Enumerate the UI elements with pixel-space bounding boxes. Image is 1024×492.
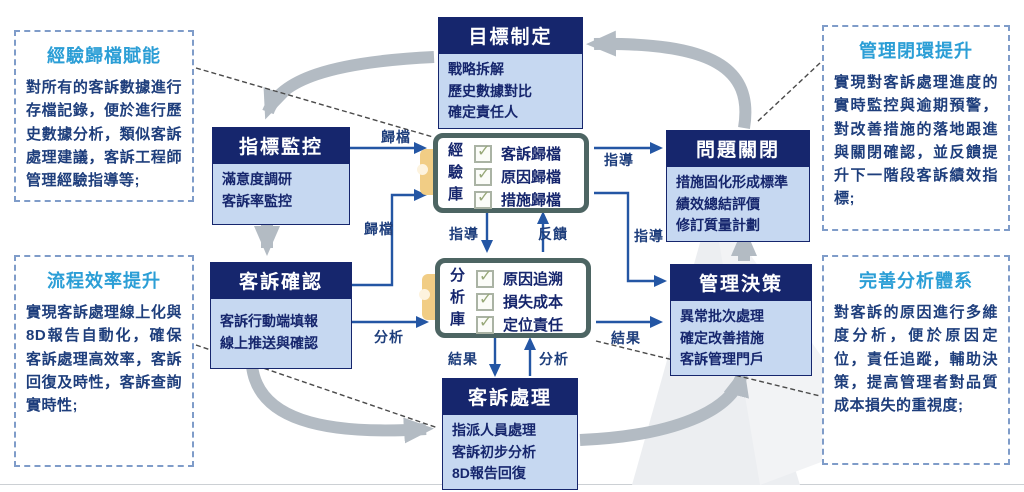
arrow-confirm-to-experience: [352, 189, 427, 287]
box-item: 確定改善措施: [680, 329, 764, 346]
box-item: 客訴管理門戶: [680, 351, 764, 368]
checkbox-icon: [476, 289, 494, 311]
box-item: 措施固化形成標準: [676, 174, 788, 190]
db-row: 原因追溯: [476, 266, 564, 289]
edge-label-feedback: 反饋: [538, 226, 568, 242]
box-item: 歷史數據對比: [448, 82, 532, 99]
box-item: 指派人員處理: [452, 422, 536, 438]
box-item: 績效總結評價: [676, 195, 760, 212]
box-item: 滿意度調研: [222, 171, 292, 187]
checkbox-icon: [476, 312, 494, 334]
edge-label-guide: 指導: [604, 152, 634, 168]
edge-label-analyze: 分析: [539, 351, 569, 367]
note-closed-loop-management: 管理閉環提升 實現對客訴處理進度的實時監控與逾期預警，對改善措施的落地跟進與關閉…: [822, 25, 1010, 231]
edge-label-guide: 指導: [449, 226, 479, 242]
box-item: 8D報告回復: [452, 465, 526, 482]
edge-label-analyze: 分析: [374, 329, 404, 345]
arrow-experience-to-decision: [594, 191, 667, 287]
db-row: 定位責任: [476, 312, 564, 335]
db-analysis-library: 分析庫 原因追溯 損失成本 定位責任: [419, 258, 591, 338]
checkbox-icon: [474, 187, 492, 209]
note-experience-archiving: 經驗歸檔賦能 對所有的客訴數據進行存檔記錄，便於進行歷史數據分析，類似客訴處理建…: [14, 30, 194, 202]
note-body: 對客訴的原因進行多維度分析，便於原因定位，責任追蹤，輔助決策，提高管理者對品質成…: [834, 304, 998, 414]
note-title: 管理閉環提升: [859, 41, 973, 61]
db-item: 措施歸檔: [501, 192, 562, 209]
note-body: 對所有的客訴數據進行存檔記錄，便於進行歷史數據分析，類似客訴處理建議，客訴工程師…: [26, 79, 182, 189]
db-item: 損失成本: [503, 294, 564, 311]
note-body: 實現對客訴處理進度的實時監控與逾期預警，對改善措施的落地跟進與關閉確認，並反饋提…: [834, 74, 998, 208]
db-row: 客訴歸檔: [474, 141, 562, 164]
db-label: 經驗庫: [448, 142, 464, 203]
note-title: 經驗歸檔賦能: [47, 46, 161, 66]
box-item: 戰略拆解: [448, 61, 504, 77]
cycle-arrow-confirm-to-handle: [246, 364, 434, 444]
cycle-arrow-close-to-goal: [586, 30, 752, 129]
db-experience-library: 經驗庫 客訴歸檔 原因歸檔 措施歸檔: [417, 133, 589, 213]
edge-label-result: 結果: [448, 351, 478, 367]
box-item: 修訂質量計劃: [676, 217, 760, 234]
box-goal-setting: 目標制定 戰略拆解 歷史數據對比 確定責任人: [438, 17, 583, 130]
db-item: 客訴歸檔: [501, 146, 562, 163]
cycle-arrow-goal-to-monitor: [262, 51, 435, 120]
edge-label-archive: 歸檔: [381, 129, 411, 145]
db-row: 措施歸檔: [474, 187, 562, 210]
connector-topright-note: [756, 62, 821, 123]
box-title: 問題關閉: [667, 131, 809, 167]
db-row: 原因歸檔: [474, 164, 562, 187]
box-item: 線上推送與確認: [220, 334, 318, 351]
edge-label-guide: 指導: [634, 228, 664, 244]
box-issue-closure: 問題關閉 措施固化形成標準 績效總結評價 修訂質量計劃: [666, 130, 810, 243]
connector-topleft-note: [195, 67, 434, 138]
box-management-decision: 管理決策 異常批次處理 確定改善措施 客訴管理門戶: [670, 264, 812, 377]
note-process-efficiency: 流程效率提升 實現客訴處理線上化與8D報告自動化，確保客訴處理高效率，客訴回復及…: [14, 255, 194, 467]
box-indicator-monitoring: 指標監控 滿意度調研 客訴率監控: [212, 127, 350, 226]
note-analysis-system: 完善分析體系 對客訴的原因進行多維度分析，便於原因定位，責任追蹤，輔助決策，提高…: [822, 255, 1010, 465]
box-title: 指標監控: [213, 128, 349, 164]
edge-label-archive: 歸檔: [364, 221, 394, 237]
edge-label-result: 結果: [611, 330, 641, 346]
box-complaint-confirmation: 客訴確認 客訴行動端填報 線上推送與確認: [210, 262, 352, 370]
cycle-arrow-handle-to-decision: [579, 366, 749, 446]
db-item: 原因歸檔: [501, 169, 562, 186]
box-item: 客訴初步分析: [452, 443, 536, 460]
box-title: 客訴確認: [211, 263, 351, 299]
box-item: 異常批次處理: [680, 308, 764, 324]
note-title: 完善分析體系: [859, 271, 973, 291]
db-item: 原因追溯: [503, 271, 564, 288]
note-body: 實現客訴處理線上化與8D報告自動化，確保客訴處理高效率，客訴回復及時性，客訴查詢…: [26, 304, 182, 414]
checkbox-icon: [476, 266, 494, 288]
box-title: 客訴處理: [443, 379, 577, 415]
box-title: 目標制定: [439, 18, 582, 54]
box-item: 客訴行動端填報: [220, 313, 318, 329]
box-title: 管理決策: [671, 265, 811, 301]
db-label: 分析庫: [450, 267, 466, 328]
box-item: 確定責任人: [448, 104, 518, 121]
box-complaint-handling: 客訴處理 指派人員處理 客訴初步分析 8D報告回復: [442, 378, 578, 491]
box-item: 客訴率監控: [222, 192, 292, 209]
checkbox-icon: [474, 164, 492, 186]
db-item: 定位責任: [503, 317, 564, 334]
checkbox-icon: [474, 141, 492, 163]
db-row: 損失成本: [476, 289, 564, 312]
note-title: 流程效率提升: [47, 271, 161, 291]
